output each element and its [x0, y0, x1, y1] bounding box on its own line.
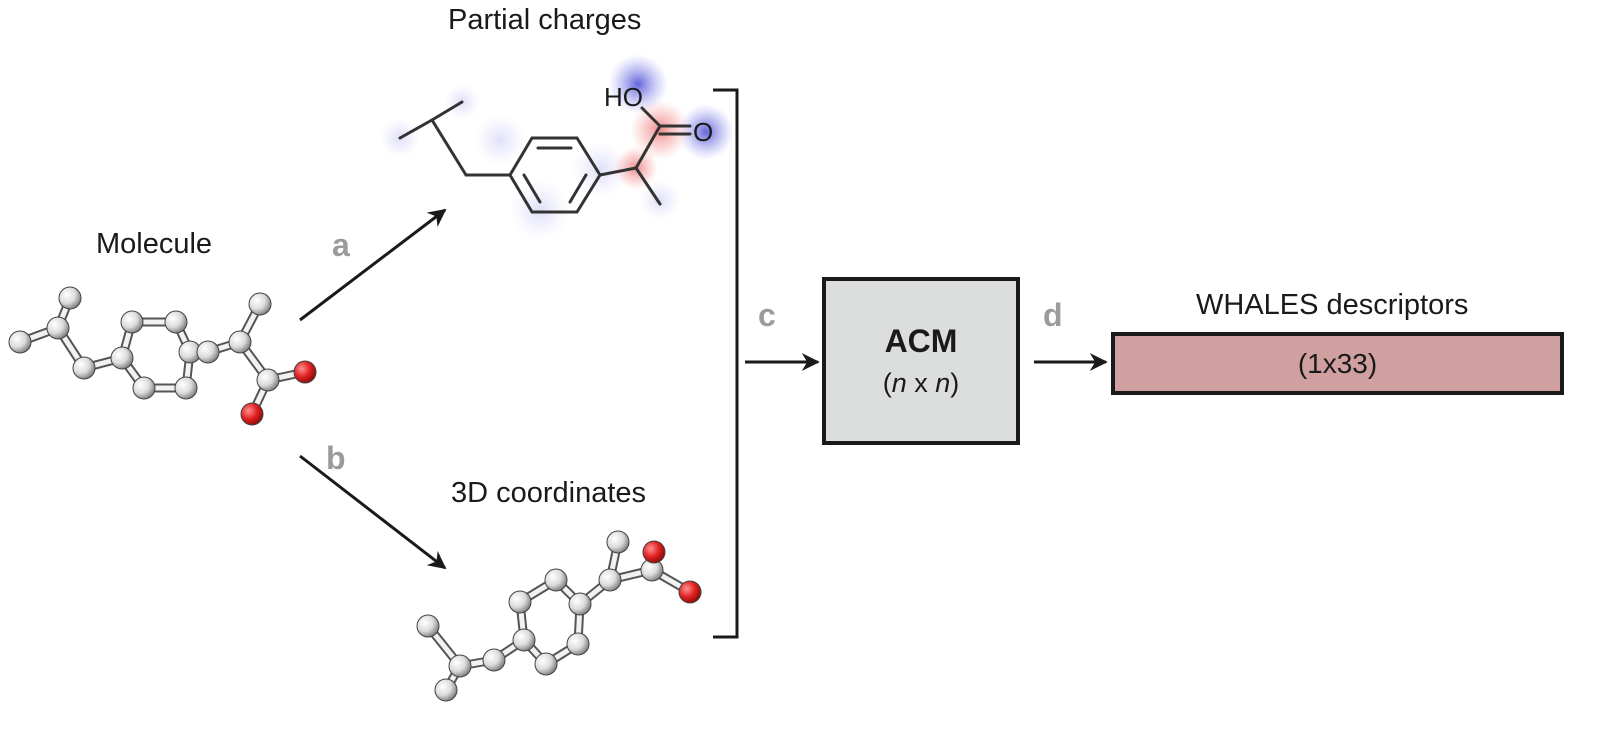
bracket: [713, 88, 739, 639]
oxygen-atom-ball: [678, 580, 702, 604]
acm-dim-n2: n: [935, 368, 951, 398]
carbon-atom-ball: [164, 310, 188, 334]
carbon-atom-ball: [416, 614, 440, 638]
oxygen-atom: O: [693, 117, 713, 147]
carbon-atom-ball: [482, 648, 506, 672]
carbon-atom-ball: [568, 592, 592, 616]
arrow-b: [299, 454, 447, 570]
carbon-atom-ball: [58, 286, 82, 310]
carbon-atom-ball: [508, 590, 532, 614]
carbon-atom-ball: [512, 628, 536, 652]
step-a-label: a: [332, 227, 350, 263]
ball-and-stick-molecule: [8, 286, 317, 426]
ball-and-stick-3d: [416, 530, 702, 702]
carbon-atom-ball: [174, 376, 198, 400]
acm-dim-n1: n: [891, 368, 907, 398]
carbon-atom-ball: [248, 292, 272, 316]
carbon-atom-ball: [566, 632, 590, 656]
acm-dim-x: x: [906, 368, 936, 398]
carbon-atom-ball: [72, 356, 96, 380]
step-c-label: c: [758, 297, 776, 333]
coordinates-label: 3D coordinates: [451, 477, 647, 509]
carbon-atom-ball: [46, 316, 70, 340]
carbon-atom-ball: [256, 368, 280, 392]
carbon-atom-ball: [110, 346, 134, 370]
partial-charges-label: Partial charges: [448, 4, 642, 36]
carbon-atom-ball: [606, 530, 630, 554]
whales-descriptor-box: (1x33): [1111, 332, 1564, 395]
acm-title: ACM: [884, 323, 958, 359]
oxygen-atom-ball: [293, 360, 317, 384]
acm-paren-close: ): [950, 368, 960, 398]
step-d-label: d: [1043, 297, 1063, 333]
carbon-atom-ball: [196, 340, 220, 364]
acm-box: ACM (n x n): [822, 277, 1020, 445]
whales-box-text: (1x33): [1297, 347, 1378, 379]
carbon-atom-ball: [434, 678, 458, 702]
carbon-atom-ball: [544, 568, 568, 592]
carbon-atom-ball: [120, 310, 144, 334]
arrow-a: [299, 208, 447, 322]
carbon-atom-ball: [228, 330, 252, 354]
molecule-label: Molecule: [96, 228, 213, 260]
structural-formula: HO O: [380, 54, 734, 240]
carbon-atom-ball: [132, 376, 156, 400]
oxygen-atom-ball: [240, 402, 264, 426]
acm-paren-open: (: [882, 368, 892, 398]
hydroxyl-atom: HO: [604, 82, 643, 112]
whales-label: WHALES descriptors: [1196, 289, 1469, 321]
carbon-atom-ball: [534, 652, 558, 676]
step-b-label: b: [326, 440, 346, 476]
carbon-atom-ball: [8, 330, 32, 354]
carbon-atom-ball: [448, 654, 472, 678]
oxygen-atom-ball: [642, 540, 666, 564]
carbon-atom-ball: [598, 568, 622, 592]
acm-dimensions: (n x n): [883, 368, 960, 399]
